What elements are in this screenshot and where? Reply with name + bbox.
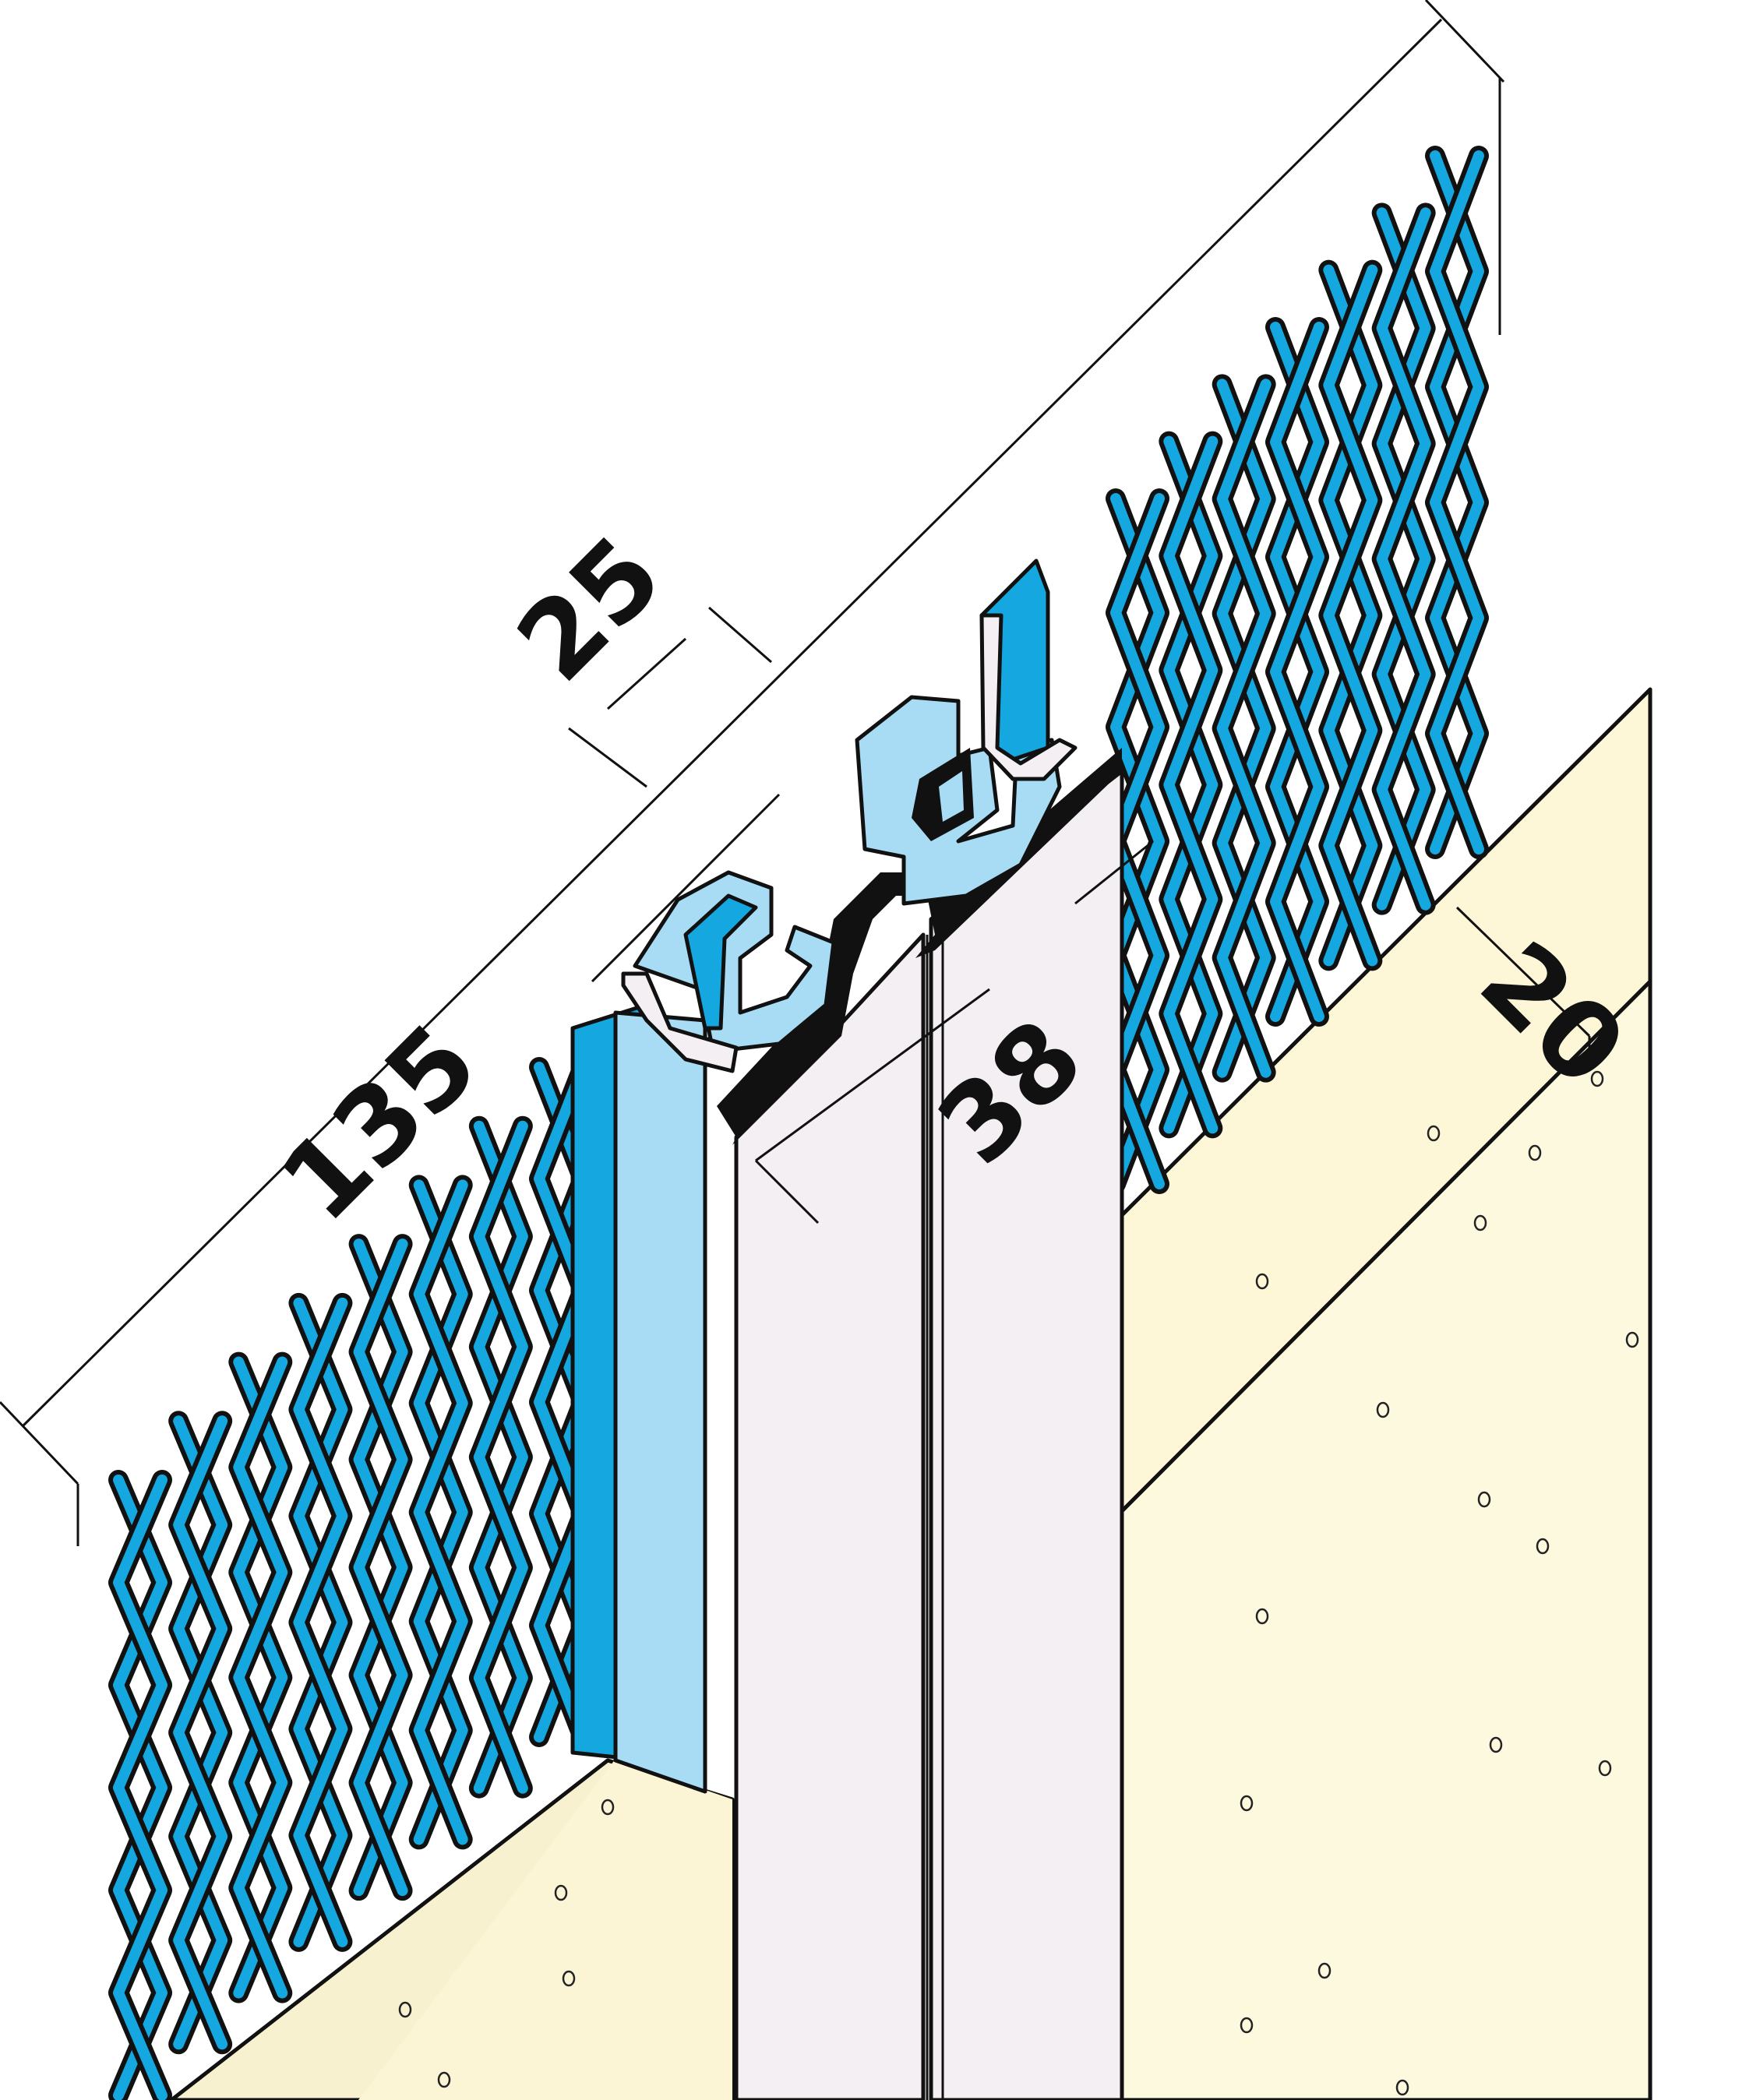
right-board bbox=[1120, 687, 1652, 2100]
board-dot bbox=[601, 1799, 615, 1816]
mesh-strand bbox=[233, 1356, 288, 1999]
board-dot bbox=[437, 2071, 451, 2088]
board-dot bbox=[1489, 1736, 1503, 1753]
dimension-25-label: 25 bbox=[495, 514, 686, 706]
mesh-strand bbox=[233, 1356, 288, 1999]
board-dot bbox=[562, 1970, 576, 1987]
mesh-strand bbox=[1323, 264, 1378, 967]
left-board bbox=[169, 1758, 735, 2100]
mesh-strand bbox=[1270, 322, 1324, 1022]
right-mesh-wing bbox=[1106, 146, 1489, 1194]
mesh-strand bbox=[534, 1062, 588, 1742]
board-dot bbox=[1317, 1962, 1332, 1979]
board-dot bbox=[1376, 1401, 1390, 1418]
dimension-135-label: 135 bbox=[258, 1002, 501, 1245]
mesh-strand bbox=[113, 1475, 168, 2100]
board-dot bbox=[1255, 1608, 1269, 1625]
mesh-strand bbox=[1323, 264, 1378, 967]
board-dot bbox=[1528, 1144, 1542, 1161]
mesh-strand bbox=[353, 1239, 408, 1897]
board-dot bbox=[1477, 1491, 1491, 1508]
mesh-strand bbox=[473, 1120, 528, 1794]
mesh-strand bbox=[1430, 150, 1484, 854]
mesh-strand bbox=[1216, 379, 1272, 1078]
mesh-strand bbox=[1376, 207, 1431, 911]
board-dot bbox=[1240, 1795, 1254, 1812]
center-profile bbox=[570, 558, 1124, 2100]
mesh-strand bbox=[1430, 150, 1484, 854]
board-dot bbox=[1598, 1760, 1612, 1777]
mesh-strand bbox=[293, 1297, 348, 1947]
board-texture bbox=[398, 1070, 1639, 2096]
board-dot bbox=[1625, 1331, 1639, 1348]
mesh-strand bbox=[1376, 207, 1431, 911]
mesh-strand bbox=[113, 1475, 168, 2100]
mesh-strand bbox=[1270, 322, 1324, 1022]
mesh-strand bbox=[413, 1179, 468, 1845]
mesh-strand bbox=[293, 1297, 348, 1947]
mesh-strand bbox=[1163, 435, 1219, 1134]
board-dot bbox=[1255, 1273, 1269, 1290]
board-dot bbox=[1395, 2079, 1409, 2096]
mesh-strand bbox=[1110, 493, 1165, 1189]
board-dot bbox=[1590, 1070, 1604, 1087]
board-dot bbox=[1536, 1538, 1550, 1555]
mesh-strand bbox=[173, 1415, 228, 2050]
board-dot bbox=[1473, 1214, 1487, 1231]
board-dot bbox=[398, 2001, 412, 2018]
dimension-lines bbox=[0, 0, 1591, 1546]
mesh-strand bbox=[173, 1415, 228, 2050]
mesh-strand bbox=[473, 1120, 528, 1794]
board-dot bbox=[1427, 1125, 1441, 1142]
mesh-strand bbox=[413, 1179, 468, 1845]
board-dot bbox=[1240, 2017, 1254, 2034]
board-dot bbox=[554, 1884, 568, 1901]
mesh-strand bbox=[1216, 379, 1272, 1078]
mesh-strand bbox=[353, 1239, 408, 1897]
mesh-strand bbox=[1163, 435, 1219, 1134]
